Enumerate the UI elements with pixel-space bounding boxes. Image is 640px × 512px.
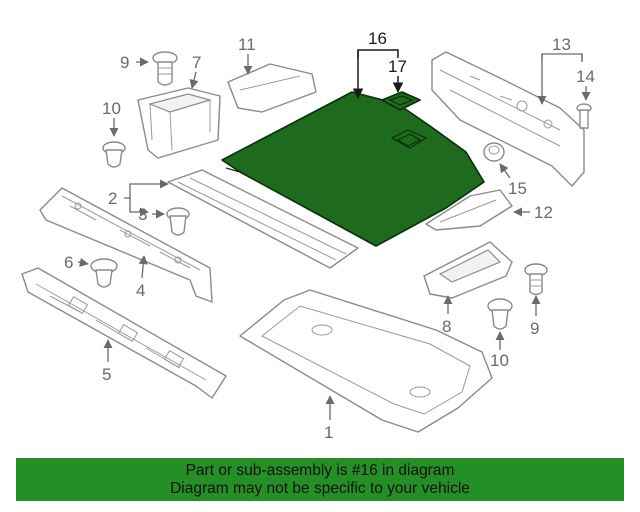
part-10-lower-clip[interactable] <box>487 298 513 330</box>
callout-9-upper: 9 <box>120 53 129 72</box>
callout-3: 3 <box>138 205 147 224</box>
callout-14: 14 <box>576 67 595 86</box>
callout-2: 2 <box>108 189 117 208</box>
callout-1: 1 <box>324 423 333 442</box>
part-9-lower-screw[interactable] <box>524 263 548 296</box>
callout-5: 5 <box>102 365 111 384</box>
part-10-upper-clip[interactable] <box>102 141 126 168</box>
part-7-storage-tray[interactable] <box>137 87 221 159</box>
info-banner: Part or sub-assembly is #16 in diagram D… <box>16 458 624 501</box>
callout-10-upper: 10 <box>102 99 121 118</box>
part-11-side-panel[interactable] <box>227 63 317 113</box>
callout-17: 17 <box>388 57 407 76</box>
callout-8: 8 <box>442 317 451 336</box>
part-3-clip[interactable] <box>166 207 190 236</box>
callout-6: 6 <box>64 253 73 272</box>
part-9-upper-clip[interactable] <box>152 51 178 86</box>
part-12-trim-piece[interactable] <box>425 189 513 231</box>
part-14-screw[interactable] <box>576 103 592 129</box>
part-13-right-bracket[interactable] <box>431 51 585 187</box>
banner-line-part-info: Part or sub-assembly is #16 in diagram <box>185 462 455 479</box>
part-17-cover-plate[interactable] <box>381 91 421 111</box>
part-2-trim-strip[interactable] <box>167 169 359 269</box>
callout-9-lower: 9 <box>530 319 539 338</box>
callout-4: 4 <box>136 281 145 300</box>
banner-line-disclaimer: Diagram may not be specific to your vehi… <box>170 480 470 497</box>
part-8-small-tray[interactable] <box>423 241 513 299</box>
part-4-cross-member[interactable] <box>39 187 213 303</box>
callout-11: 11 <box>238 35 256 54</box>
part-6-push-pin[interactable] <box>90 258 118 288</box>
callout-labels: 9 7 10 11 2 3 4 6 5 16 17 13 14 15 12 8 … <box>64 29 595 442</box>
callout-12: 12 <box>534 203 553 222</box>
callout-10-lower: 10 <box>490 351 509 370</box>
callout-7: 7 <box>192 53 201 72</box>
part-1-rear-shelf[interactable] <box>239 289 493 433</box>
callout-15: 15 <box>508 179 527 198</box>
part-16-package-tray[interactable] <box>221 91 485 247</box>
part-5-lower-rail[interactable] <box>21 267 227 399</box>
callout-13: 13 <box>552 35 571 54</box>
leader-lines <box>77 49 591 420</box>
callout-16: 16 <box>368 29 387 48</box>
part-15-grommet[interactable] <box>483 142 505 162</box>
